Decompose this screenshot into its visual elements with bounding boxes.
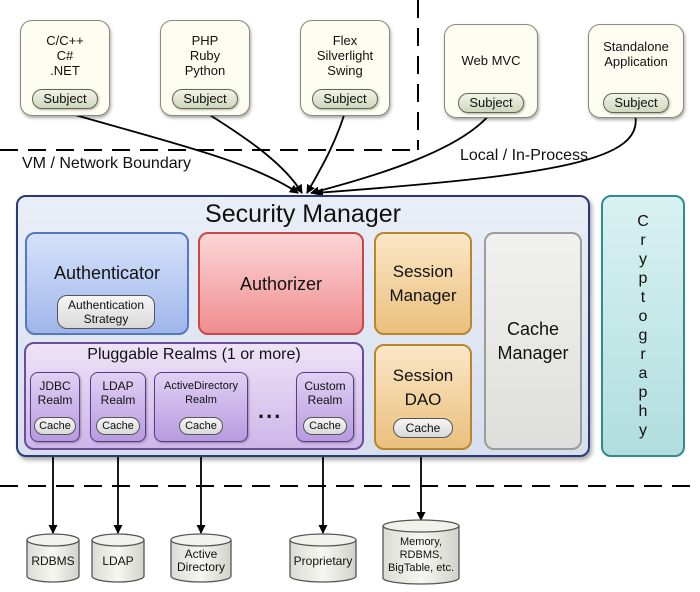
cache-manager-box: Cache Manager: [484, 232, 582, 450]
realm-active-directory: ActiveDirectory Realm Cache: [154, 372, 248, 442]
local-in-process-label: Local / In-Process: [460, 147, 589, 164]
db-active-directory-shape: [170, 533, 232, 583]
cryptography-letter: t: [640, 289, 646, 306]
realm-custom: Custom Realm Cache: [296, 372, 354, 442]
client-box-standalone: Standalone Application Subject: [588, 24, 684, 118]
arrow-client-3: [306, 111, 346, 194]
datastore-rdbms: RDBMS: [31, 553, 75, 568]
subject-pill: Subject: [172, 89, 238, 109]
realm-ldap: LDAP Realm Cache: [90, 372, 146, 442]
subject-pill: Subject: [312, 89, 378, 109]
arrow-client-4: [310, 113, 491, 196]
authenticator-label: Authenticator: [53, 263, 161, 283]
datastore-active-directory: Active Directory: [176, 547, 225, 574]
authorizer-label: Authorizer: [239, 273, 323, 294]
subject-pill: Subject: [32, 89, 98, 109]
security-manager-title: Security Manager: [205, 200, 401, 228]
arrow-client-1: [64, 111, 299, 194]
session-dao-cache-pill: Cache: [393, 418, 453, 438]
client-box-dotnet: C/C++ C# .NET Subject: [20, 20, 110, 116]
client-box-rich-client: Flex Silverlight Swing Subject: [300, 20, 390, 116]
db-ldap-shape: [91, 533, 145, 583]
realm-label: LDAP Realm: [100, 379, 136, 407]
client-label: PHP Ruby Python: [184, 33, 226, 78]
cryptography-letter: r: [640, 232, 646, 249]
session-dao-label: Session DAO: [392, 366, 454, 409]
client-label: Standalone Application: [603, 39, 669, 69]
client-label: Flex Silverlight Swing: [316, 33, 374, 78]
cryptography-letter: o: [638, 308, 648, 325]
session-manager-label: Session Manager: [389, 261, 457, 305]
cryptography-letter: g: [638, 327, 648, 344]
datastore-ldap: LDAP: [102, 553, 134, 568]
cache-manager-label: Cache Manager: [497, 319, 569, 363]
authentication-strategy-pill: Authentication Strategy: [57, 295, 155, 329]
db-rdbms-shape: [26, 533, 80, 583]
realm-label: Custom Realm: [304, 379, 346, 407]
client-box-scripting: PHP Ruby Python Subject: [160, 20, 250, 116]
realm-cache-pill: Cache: [34, 417, 76, 435]
realm-cache-pill: Cache: [303, 417, 347, 435]
cryptography-letter: C: [637, 213, 649, 230]
subject-pill: Subject: [603, 93, 669, 113]
client-label: C/C++ C# .NET: [46, 33, 84, 78]
cryptography-letter: y: [639, 422, 647, 439]
subject-pill: Subject: [458, 93, 524, 113]
cryptography-letter: p: [638, 270, 648, 287]
realm-cache-pill: Cache: [96, 417, 140, 435]
cryptography-letter: y: [639, 251, 647, 268]
client-label: Web MVC: [461, 53, 521, 68]
cryptography-letter: h: [638, 403, 648, 420]
authorizer-box: Authorizer: [198, 232, 364, 335]
session-dao-box: Session DAO Cache: [374, 344, 472, 450]
realm-label: ActiveDirectory Realm: [164, 380, 238, 406]
datastore-proprietary: Proprietary: [293, 553, 353, 568]
realm-jdbc: JDBC Realm Cache: [30, 372, 80, 442]
cryptography-letter: a: [638, 365, 648, 382]
arrow-client-5: [314, 113, 637, 197]
db-proprietary-shape: [289, 533, 357, 583]
realms-ellipsis: ...: [258, 398, 283, 423]
pluggable-realms-title: Pluggable Realms (1 or more): [87, 346, 301, 363]
db-memory-shape: [382, 519, 460, 585]
client-box-web-mvc: Web MVC Subject: [444, 24, 538, 118]
cryptography-letter: p: [638, 384, 648, 401]
cryptography-letter: r: [640, 346, 646, 363]
realm-cache-pill: Cache: [179, 417, 223, 435]
datastore-memory: Memory, RDBMS, BigTable, etc.: [387, 535, 455, 574]
realm-label: JDBC Realm: [37, 379, 73, 407]
arrow-client-2: [204, 111, 303, 194]
vm-network-boundary-label: VM / Network Boundary: [22, 155, 191, 172]
session-manager-box: Session Manager: [374, 232, 472, 335]
